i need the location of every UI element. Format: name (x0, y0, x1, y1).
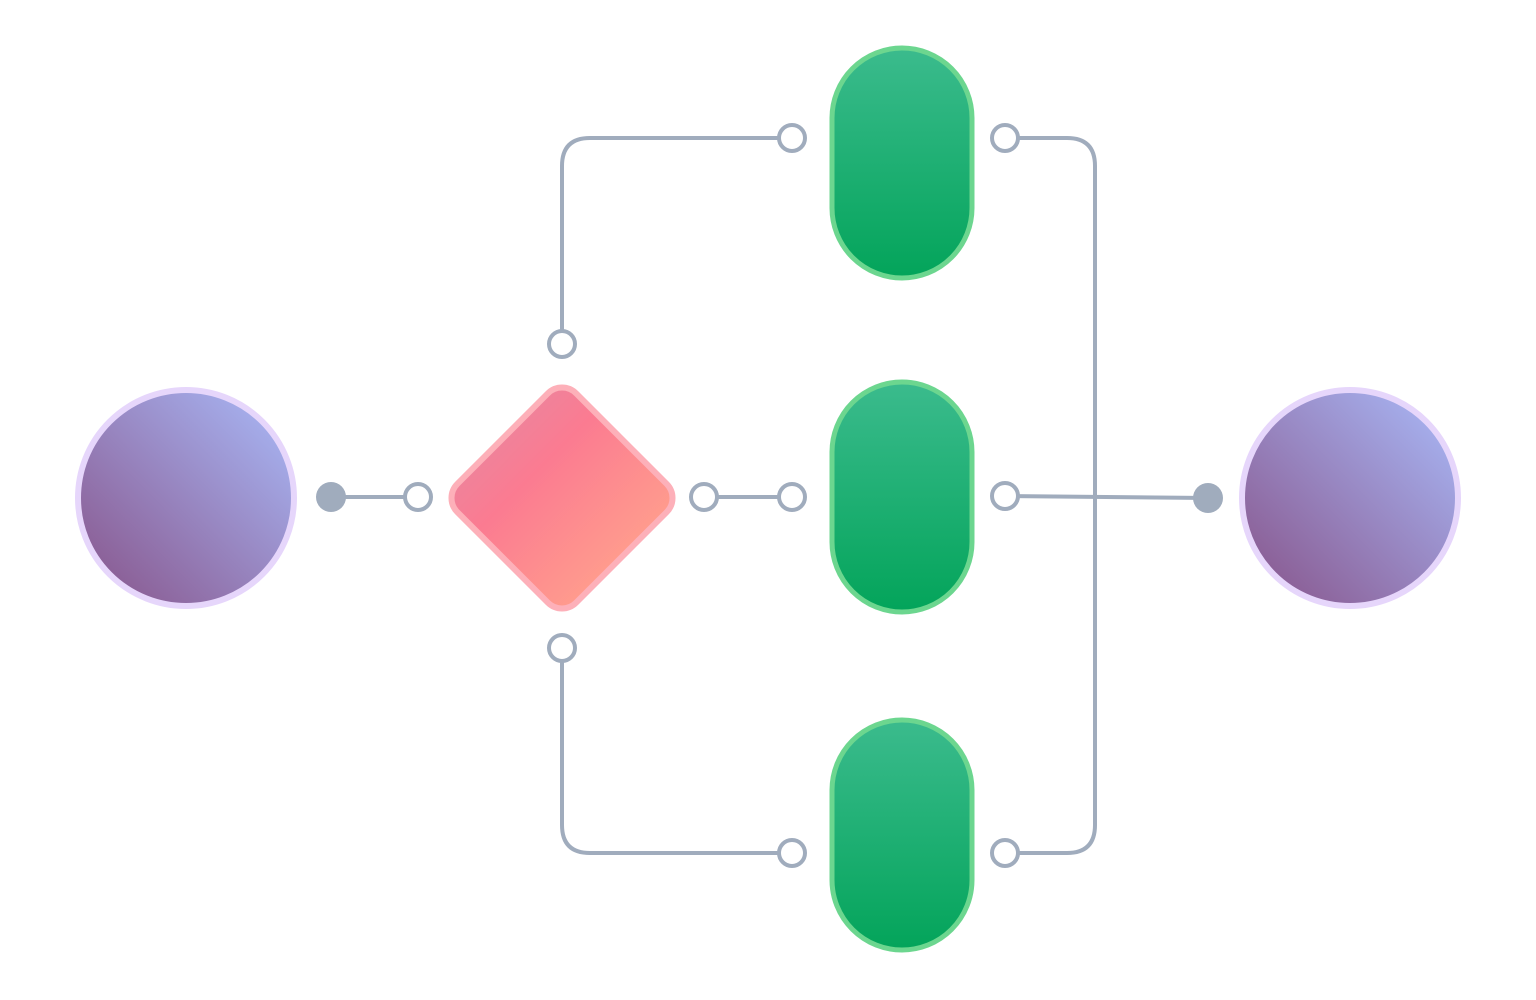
start-event-output-port[interactable] (316, 482, 346, 512)
task-top-output-port[interactable] (990, 123, 1020, 153)
task-top-node[interactable] (829, 45, 975, 281)
end-event-node[interactable] (1239, 387, 1461, 609)
start-event-node[interactable] (75, 387, 297, 609)
task-middle-output-port[interactable] (990, 481, 1020, 511)
task-top-input-port[interactable] (777, 123, 807, 153)
task-bottom-node[interactable] (829, 717, 975, 953)
gateway-right-port[interactable] (689, 482, 719, 512)
task-bottom-output-port[interactable] (990, 838, 1020, 868)
edge-gateway-to-task-top[interactable] (560, 136, 794, 346)
task-bottom-input-port[interactable] (777, 838, 807, 868)
decision-gateway-node[interactable] (443, 379, 681, 617)
ports (316, 123, 1223, 868)
gateway-input-port[interactable] (403, 482, 433, 512)
edge-gateway-to-task-bottom[interactable] (560, 646, 794, 855)
task-middle-node[interactable] (829, 379, 975, 615)
end-event-input-port[interactable] (1193, 483, 1223, 513)
connectors (329, 136, 1210, 855)
task-middle-input-port[interactable] (777, 482, 807, 512)
gateway-bottom-port[interactable] (547, 633, 577, 663)
edge-task-middle-to-end[interactable] (1003, 494, 1210, 500)
gateway-top-port[interactable] (547, 329, 577, 359)
